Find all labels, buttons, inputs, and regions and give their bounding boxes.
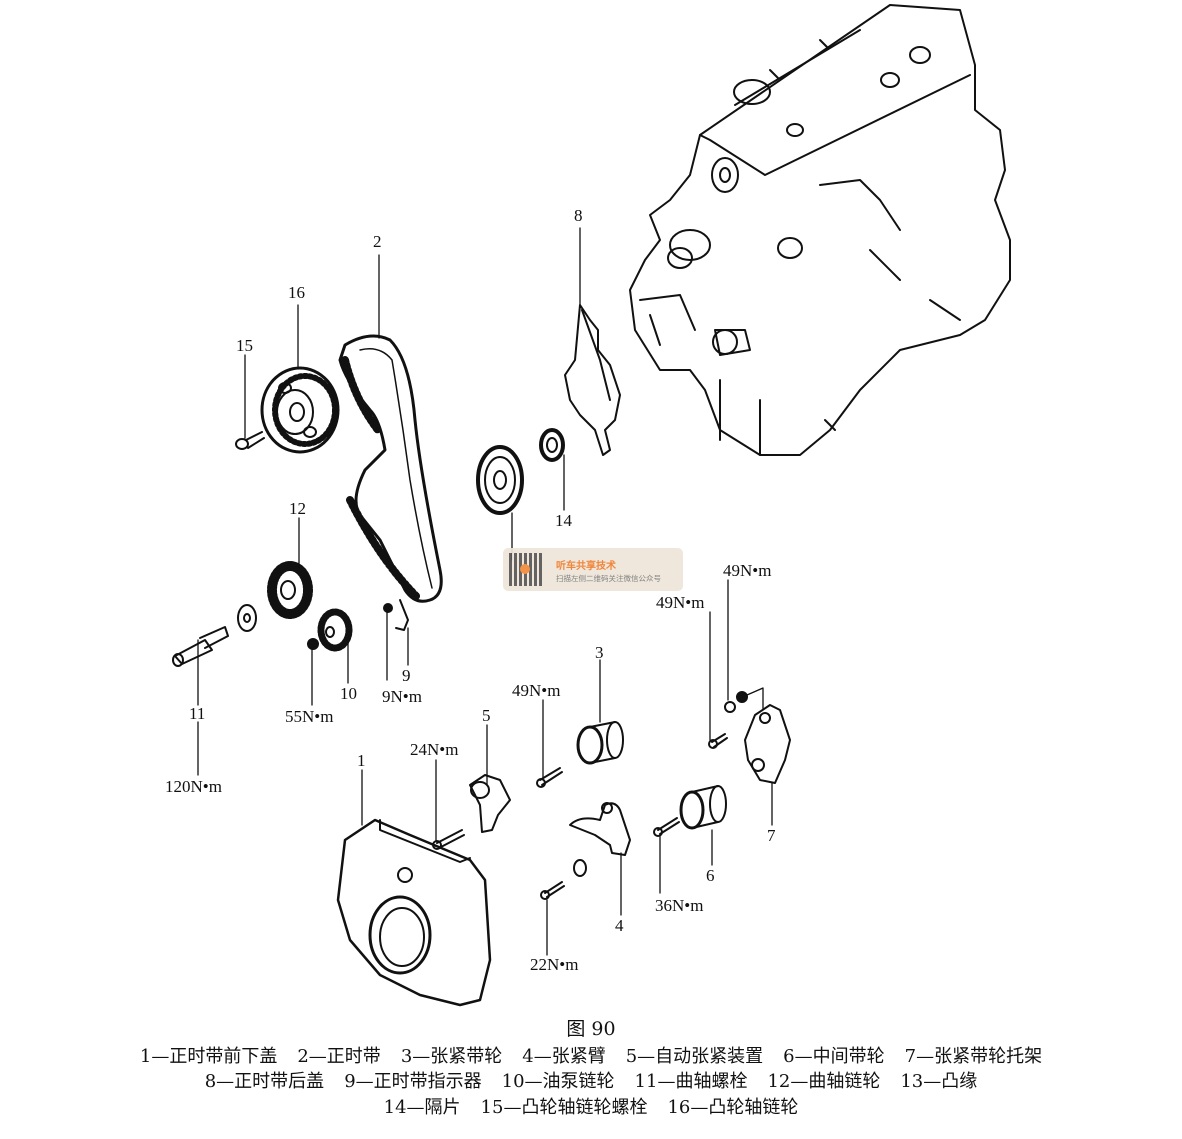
legend-item: 14—隔片	[383, 1097, 461, 1118]
camshaft-sprocket	[260, 366, 340, 454]
oil-pump-sprocket	[317, 608, 353, 652]
bolt-49a-head	[536, 778, 546, 788]
figure-title: 图 90	[566, 1018, 616, 1040]
legend-item: 13—凸缘	[900, 1071, 978, 1092]
legend-item: 11—曲轴螺栓	[634, 1071, 748, 1092]
callout-3: 3	[595, 643, 604, 662]
callout-15: 15	[236, 336, 253, 355]
bolt-24-head	[432, 840, 442, 850]
timing-belt-rear-cover	[564, 304, 621, 456]
callout-16: 16	[288, 283, 305, 302]
callout-4: 4	[615, 916, 624, 935]
tensioner-pulley	[576, 721, 624, 765]
bolt-24	[436, 829, 465, 849]
legend-item: 16—凸轮轴链轮	[667, 1097, 799, 1118]
leader-lines	[197, 227, 773, 956]
legend-line-3: 14—隔片 15—凸轮轴链轮螺栓 16—凸轮轴链轮	[0, 1099, 1182, 1117]
engine-block	[629, 4, 1011, 456]
legend-item: 1—正时带前下盖	[139, 1046, 278, 1067]
legend-item: 10—油泵链轮	[501, 1071, 615, 1092]
callout-8: 8	[574, 206, 583, 225]
legend-item: 2—正时带	[297, 1046, 381, 1067]
legend-item: 7—张紧带轮托架	[904, 1046, 1043, 1067]
nut-55	[307, 638, 319, 650]
callout-14: 14	[555, 511, 572, 530]
bolt-36	[657, 817, 680, 835]
callout-12: 12	[289, 499, 306, 518]
bolt-36-head	[653, 827, 663, 837]
callout-5: 5	[482, 706, 491, 725]
flange	[476, 445, 524, 515]
crankshaft-sprocket	[267, 561, 313, 619]
tensioner-arm	[569, 802, 631, 856]
torque-36: 36N•m	[655, 896, 704, 915]
torque-49-bracket-nuts: 49N•m	[723, 561, 772, 580]
watermark-subtitle: 扫描左侧二维码关注微信公众号	[556, 574, 661, 583]
torque-120: 120N•m	[165, 777, 222, 796]
callout-1: 1	[357, 751, 366, 770]
bolt-22	[544, 881, 565, 898]
spacer	[539, 428, 565, 462]
legend-item: 3—张紧带轮	[400, 1046, 503, 1067]
nut-49c-b	[736, 691, 748, 703]
auto-tensioner	[469, 774, 511, 833]
legend-item: 8—正时带后盖	[204, 1071, 325, 1092]
watermark-title: 听车共享技术	[556, 561, 616, 572]
tensioner-pulley-bracket	[744, 704, 791, 784]
timing-belt-indicator	[383, 599, 409, 631]
timing-belt	[338, 334, 443, 603]
nut-49c-a	[724, 701, 736, 713]
legend-line-2: 8—正时带后盖 9—正时带指示器 10—油泵链轮 11—曲轴螺栓 12—曲轴链轮 13—凸…	[0, 1073, 1182, 1091]
timing-belt-front-lower-cover	[336, 818, 492, 1007]
watermark-badge: 听车共享技术 扫描左侧二维码关注微信公众号	[503, 548, 683, 591]
qr-logo-icon	[520, 564, 530, 574]
exploded-diagram	[172, 4, 1011, 1007]
torque-49-bracket-bolt: 49N•m	[656, 593, 705, 612]
callout-10: 10	[340, 684, 357, 703]
callout-2: 2	[373, 232, 382, 251]
callout-11: 11	[189, 704, 206, 723]
washer-22	[573, 859, 587, 877]
torque-49-arm: 49N•m	[512, 681, 561, 700]
callout-6: 6	[706, 866, 715, 885]
crankshaft-washer	[237, 604, 257, 632]
callout-7: 7	[767, 826, 776, 845]
crankshaft-bolt	[172, 626, 229, 667]
legend-item: 5—自动张紧装置	[625, 1046, 764, 1067]
legend-item: 15—凸轮轴链轮螺栓	[480, 1097, 648, 1118]
legend-item: 6—中间带轮	[783, 1046, 885, 1067]
bolt-22-head	[540, 890, 550, 900]
legend-item: 12—曲轴链轮	[767, 1071, 881, 1092]
bolt-49b-head	[708, 739, 718, 749]
torque-22: 22N•m	[530, 955, 579, 974]
legend-item: 9—正时带指示器	[344, 1071, 482, 1092]
legend-item: 4—张紧臂	[522, 1046, 606, 1067]
callout-9: 9	[402, 666, 411, 685]
camshaft-sprocket-bolt	[235, 431, 265, 450]
torque-55: 55N•m	[285, 707, 334, 726]
torque-24: 24N•m	[410, 740, 459, 759]
legend-line-1: 1—正时带前下盖 2—正时带 3—张紧带轮 4—张紧臂 5—自动张紧装置 6—中间带轮 7—…	[0, 1048, 1182, 1066]
idler-pulley	[679, 785, 727, 830]
torque-9: 9N•m	[382, 687, 422, 706]
